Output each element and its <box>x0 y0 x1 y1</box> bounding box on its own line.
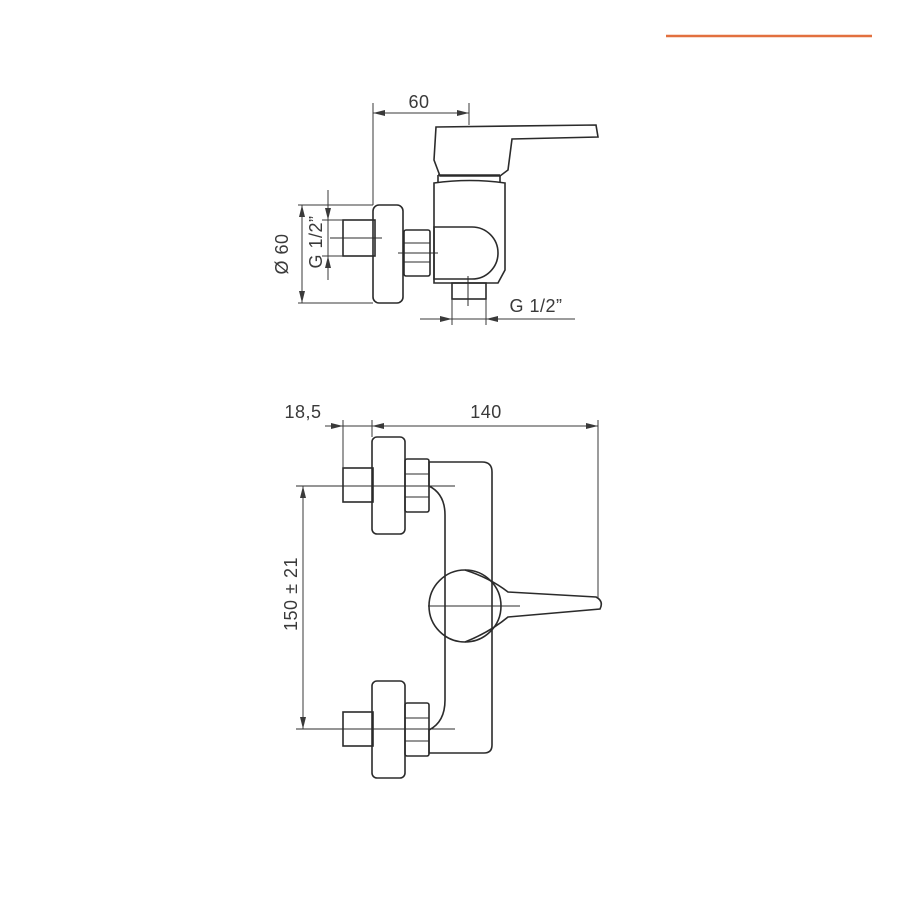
side-body <box>433 226 499 280</box>
dim-side-outlet-thread: G 1/2” <box>509 296 562 316</box>
front-lever <box>464 569 603 643</box>
side-outlet <box>451 282 487 300</box>
dim-side-inlet-thread: G 1/2” <box>306 215 326 268</box>
side-view: 60 Ø 60 G 1/2” G 1/2” <box>272 92 599 325</box>
side-handle <box>433 124 599 177</box>
front-mixer-body <box>428 461 493 754</box>
dim-front-offset: 18,5 <box>284 402 321 422</box>
dim-front-spacing: 150 ± 21 <box>281 557 301 631</box>
dim-front-length: 140 <box>470 402 502 422</box>
dim-side-width: 60 <box>408 92 429 112</box>
dim-side-diameter: Ø 60 <box>272 233 292 274</box>
front-view: 18,5 140 150 ± 21 <box>281 402 603 779</box>
side-wall-flange <box>372 204 404 304</box>
